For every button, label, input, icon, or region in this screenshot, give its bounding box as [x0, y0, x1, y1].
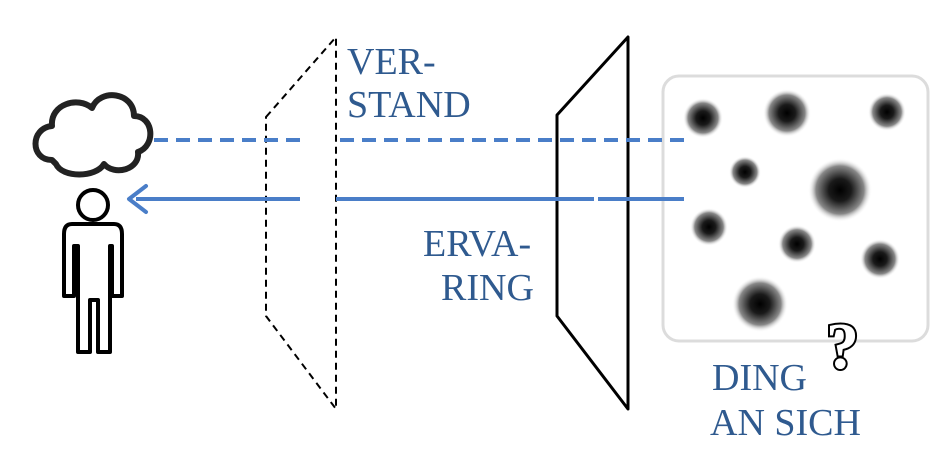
label-ding-line1: DING	[712, 357, 807, 399]
label-ervaring-line1: ERVA-	[423, 223, 531, 265]
label-verstand-line2: STAND	[347, 84, 471, 126]
question-mark-icon: ?	[826, 310, 859, 383]
label-ding-line2: AN SICH	[710, 402, 861, 444]
label-verstand-line1: VER-	[347, 41, 436, 83]
person-icon	[62, 188, 124, 354]
thought-cloud-icon	[32, 92, 154, 178]
noumena-blobs	[683, 89, 906, 332]
label-ervaring-line2: RING	[441, 267, 534, 309]
dashed-arrow	[88, 125, 684, 155]
ervaring-panel	[555, 35, 630, 411]
solid-arrow	[127, 184, 684, 214]
verstand-panel	[265, 34, 337, 412]
ding-an-sich-box	[661, 74, 930, 343]
